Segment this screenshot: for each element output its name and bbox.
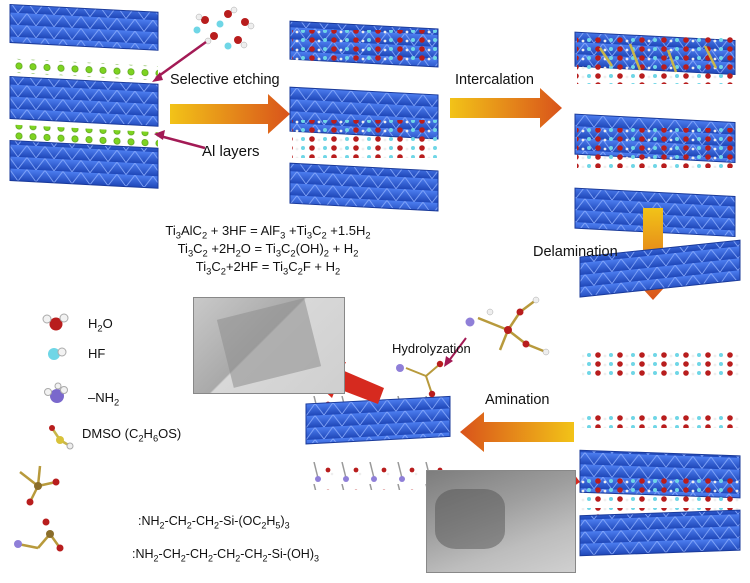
legend-nh2-icon (44, 382, 68, 403)
legend-dmso-label: DMSO (C2H6OS) (82, 426, 182, 444)
equation-1: Ti3AlC2 + 3HF = AlF3 +Ti3C2 +1.5H2 (165, 223, 371, 241)
label-al-layers: Al layers (202, 143, 260, 160)
tem-image-aminated (426, 470, 576, 573)
arrow-amination (460, 412, 574, 452)
tem-image-delaminated (193, 297, 345, 394)
silane-molecule (477, 299, 547, 354)
pointer-arrow-1 (155, 40, 207, 80)
equation-3: Ti3C2+2HF = Ti3C2F + H2 (195, 259, 341, 277)
arrow-intercalation (450, 88, 562, 128)
legend-hf-label: HF (88, 346, 106, 361)
formula-aptes: :NH2-CH2-CH2-Si-(OC2H5)3 (138, 514, 290, 531)
label-amination: Amination (485, 392, 550, 408)
hydrolyzation-pointer (447, 337, 467, 363)
etched-mxene-stack (289, 20, 439, 212)
legend-h2o-label: H2O (88, 316, 113, 334)
silanol-molecule-large (17, 533, 62, 550)
equation-2: Ti3C2 +2H2O = Ti3C2(OH)2 + H2 (177, 241, 359, 259)
intercalated-stack (574, 31, 736, 238)
legend-nh2-label: –NH2 (88, 390, 120, 408)
hf-molecules (193, 6, 255, 50)
label-intercalation: Intercalation (455, 72, 534, 88)
max-phase-stack (9, 3, 159, 189)
label-hydrolyzation: Hydrolyzation (392, 341, 471, 356)
legend-h2o-icon (42, 313, 69, 331)
delaminated-flake (579, 239, 741, 378)
label-delamination: Delamination (533, 244, 618, 260)
legend-hf-icon (48, 347, 67, 360)
formula-silanol: :NH2-CH2-CH2-CH2-CH2-Si-(OH)3 (132, 547, 320, 564)
functionalized-stack (579, 412, 741, 557)
silanol-molecule (405, 363, 441, 395)
label-selective-etching: Selective etching (170, 72, 280, 88)
pointer-arrow-2 (159, 134, 206, 150)
al-layer-top (10, 58, 158, 81)
arrow-selective-etching (170, 94, 290, 134)
